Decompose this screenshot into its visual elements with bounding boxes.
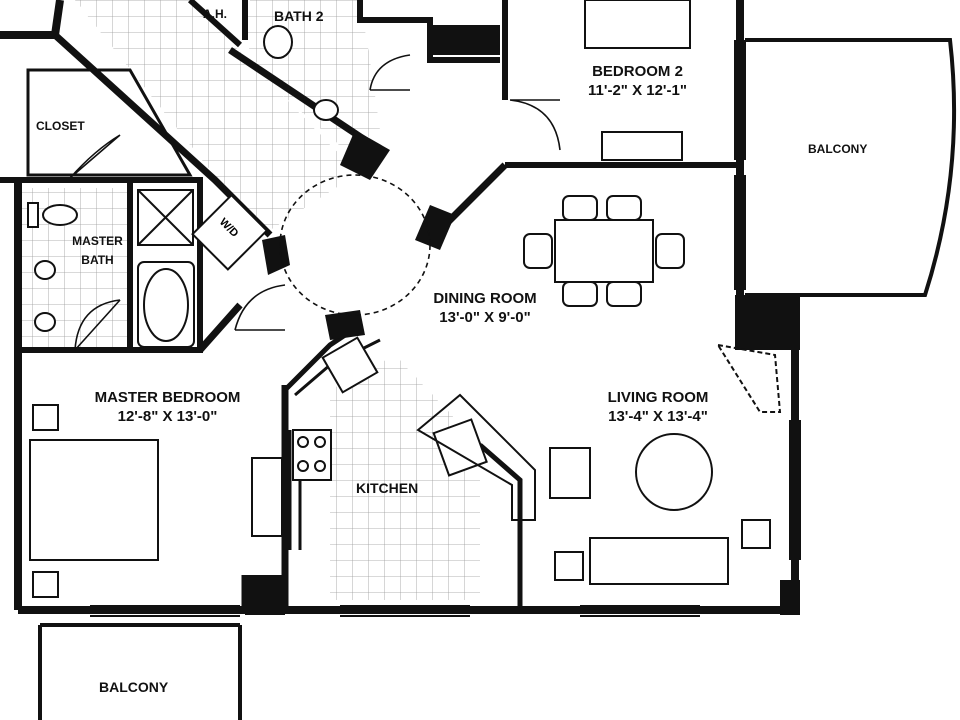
sofa-icon [589,537,729,585]
master-bath-label: MASTER BATH [60,232,135,270]
balcony-right-label: BALCONY [808,142,868,156]
end-table-icon [741,519,771,549]
bedroom2-dims: 11'-2" X 12'-1" [588,82,687,99]
bedroom2-wall [502,0,740,168]
dining-chair-icon [655,233,685,269]
wall-block [415,205,455,250]
bed-icon [29,439,159,561]
dining-chair-icon [562,195,598,221]
closet-wall [0,177,203,353]
dining-chair-icon [606,281,642,307]
burner-icon [314,460,326,472]
master-bath-line2: BATH [81,253,114,267]
wall-block [430,25,500,55]
balcony-bottom-outline [38,623,242,720]
stove-icon [292,429,332,481]
wall-block [262,235,290,275]
dining-dims: 13'-0" X 9'-0" [439,309,531,326]
window-right [734,40,746,160]
closet-label: CLOSET [36,119,85,133]
closet-inner [26,68,193,177]
refrigerator-icon [321,336,379,394]
wall-block [780,580,800,615]
master-bedroom-name: MASTER BEDROOM [94,389,241,406]
closet-door [69,134,121,179]
burner-icon [314,436,326,448]
window-bottom [340,605,470,617]
kitchen-label: KITCHEN [356,480,419,496]
master-bedroom-dims: 12'-8" X 13'-0" [117,408,218,425]
tile-floors [22,0,480,600]
wall-block [245,575,285,615]
kitchen-island-icon [416,393,536,521]
bath2-label: BATH 2 [274,8,324,24]
outer-wall [0,0,64,39]
fixtures [27,25,536,521]
hallway-tile [75,0,345,230]
sink-icon [34,312,56,332]
wall-block [325,310,365,340]
living-name: LIVING ROOM [607,389,709,406]
kitchen-tile [330,355,480,600]
bed-icon [584,0,691,49]
bedroom2-label: BEDROOM 2 11'-2" X 12'-1" [560,62,715,100]
toilet-tank-icon [27,202,39,228]
window-bottom [580,605,700,617]
master-bedroom-label: MASTER BEDROOM 12'-8" X 13'-0" [80,388,255,426]
dining-name: DINING ROOM [433,290,537,307]
dresser-icon [251,457,283,537]
balcony-bottom-label: BALCONY [99,679,169,695]
window-right [734,175,746,290]
dining-chair-icon [562,281,598,307]
sink-icon [34,260,56,280]
window-right [789,420,801,560]
bedroom2-door [509,99,561,151]
washer-dryer-icon [191,193,269,271]
burner-icon [297,460,309,472]
shower-x-icon [137,189,194,246]
bedroom2-name: BEDROOM 2 [592,63,683,80]
windows [90,40,801,617]
end-table-icon [554,551,584,581]
coffee-table-icon [635,433,713,511]
bath2-door [369,54,411,91]
bathtub-basin-icon [143,268,189,342]
doors [69,54,561,351]
dresser-icon [601,131,683,161]
balcony-right-outline [745,38,957,297]
dining-table-icon [554,219,654,283]
nightstand-icon [32,404,59,431]
sink-icon [313,99,339,121]
window-bottom [90,605,240,617]
wall-block [340,130,390,180]
living-dims: 13'-4" X 13'-4" [608,408,708,425]
dining-label: DINING ROOM 13'-0" X 9'-0" [410,289,560,327]
foyer-arch [279,174,431,316]
nightstand-icon [32,571,59,598]
toilet-icon [263,25,293,59]
wall-block [735,295,800,350]
armchair-icon [549,447,591,499]
master-bath-door [74,299,121,351]
burner-icon [297,436,309,448]
toilet-icon [42,204,78,226]
living-label: LIVING ROOM 13'-4" X 13'-4" [583,388,733,426]
bath2-wall [242,0,500,63]
fireplace-icon [715,343,782,413]
master-bedroom-door [234,284,286,331]
dining-chair-icon [523,233,553,269]
furniture [29,0,782,598]
ah-wall [187,0,243,48]
dining-chair-icon [606,195,642,221]
ah-label: A.H. [203,7,227,21]
master-bath-line1: MASTER [72,234,123,248]
balconies [38,38,957,720]
